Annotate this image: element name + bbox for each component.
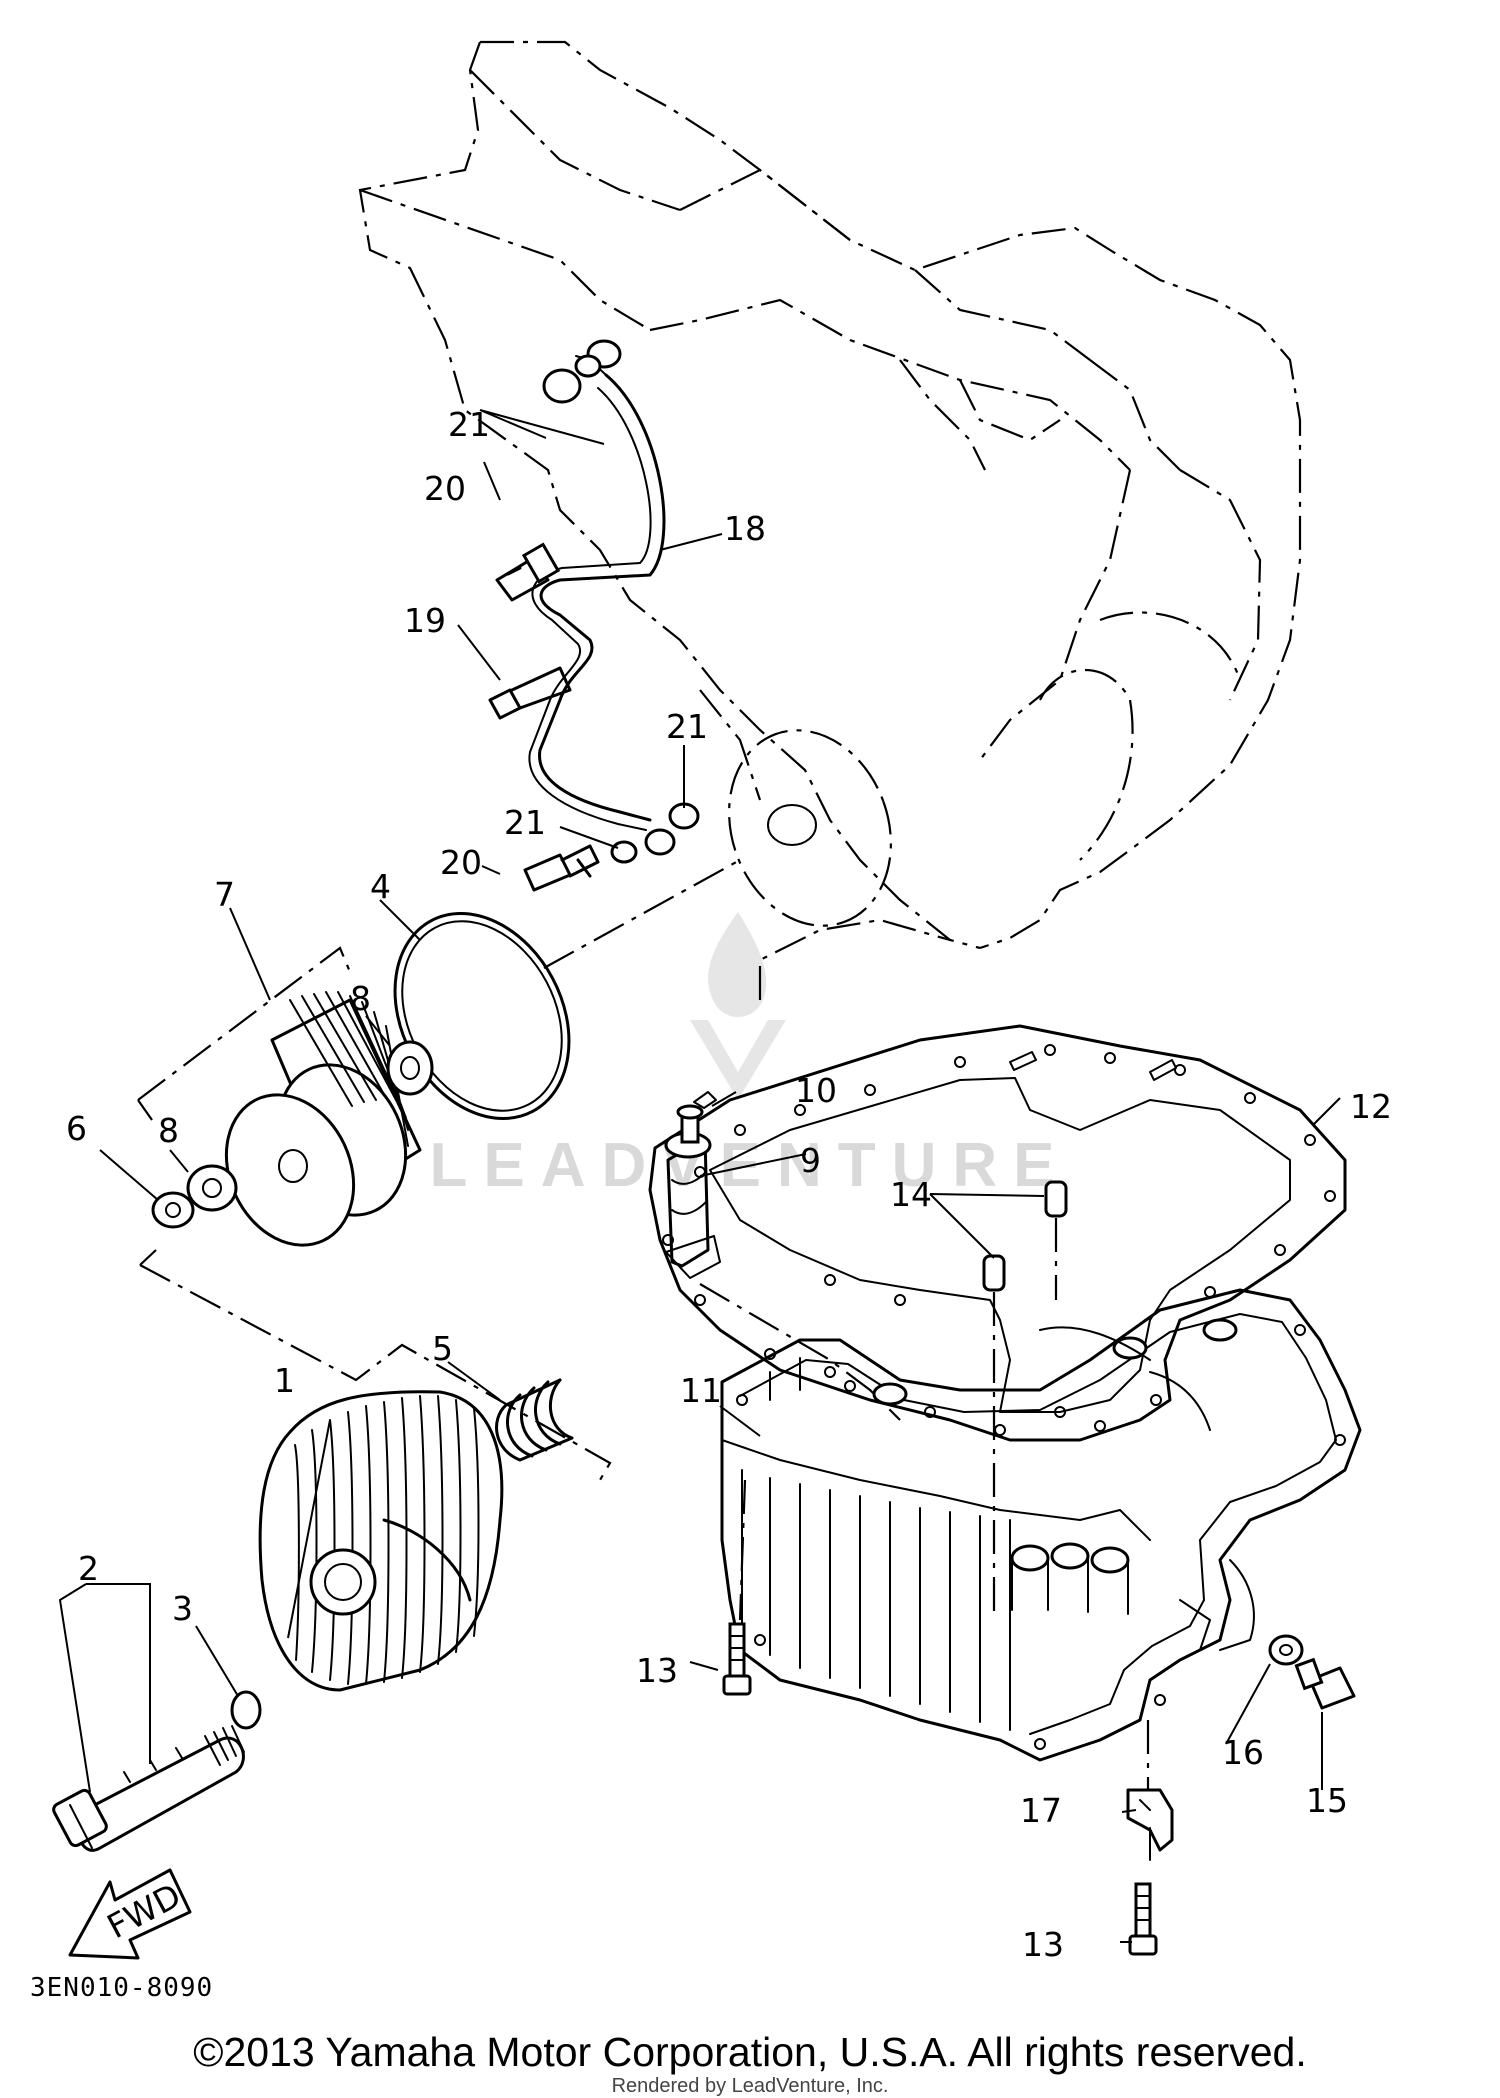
oil-pipe <box>528 355 666 831</box>
label-14: 14 <box>890 1175 932 1214</box>
part-labels: 21 20 18 19 21 21 20 4 7 8 8 6 10 12 9 1… <box>66 405 1392 1964</box>
label-8-right: 8 <box>350 979 371 1018</box>
label-5: 5 <box>432 1329 453 1368</box>
watermark-text: LEADVENTURE <box>429 1131 1070 1200</box>
pan-fins <box>741 1469 1011 1731</box>
label-9: 9 <box>800 1141 821 1180</box>
label-1: 1 <box>274 1361 295 1400</box>
copyright-notice: ©2013 Yamaha Motor Corporation, U.S.A. A… <box>193 2029 1306 2075</box>
filter-bolt <box>52 1690 262 1852</box>
bracket <box>1126 1788 1174 1861</box>
label-4: 4 <box>370 867 391 906</box>
fwd-label: FWD <box>101 1876 187 1947</box>
rendered-by-credit: Rendered by LeadVenture, Inc. <box>612 2075 889 2097</box>
label-21-top: 21 <box>448 405 490 444</box>
pan-bosses <box>872 1318 1238 1615</box>
label-17: 17 <box>1020 1791 1062 1830</box>
label-13-bottom: 13 <box>1022 1925 1064 1964</box>
leader-lines <box>58 409 1341 1943</box>
diagram-reference-code: 3EN010-8090 <box>30 1973 213 2003</box>
label-7: 7 <box>214 875 235 914</box>
oil-filter-element <box>151 991 434 1247</box>
label-11: 11 <box>680 1371 722 1410</box>
label-13-left: 13 <box>636 1651 678 1690</box>
engine-block <box>358 40 1302 1000</box>
label-8-left: 8 <box>158 1111 179 1150</box>
gasket-bolt-holes <box>662 1044 1336 1436</box>
label-18: 18 <box>724 509 766 548</box>
label-20-bottom: 20 <box>440 843 482 882</box>
watermark: LEADVENTURE <box>429 912 1070 1200</box>
label-15: 15 <box>1306 1781 1348 1820</box>
filter-cover <box>258 1390 504 1692</box>
drain-bolt <box>1268 1634 1356 1710</box>
label-2: 2 <box>78 1549 99 1588</box>
fwd-arrow-icon: FWD <box>68 1868 192 1960</box>
pan-flange-holes <box>736 1324 1346 1750</box>
label-19: 19 <box>404 601 446 640</box>
label-21-middle: 21 <box>504 803 546 842</box>
label-6: 6 <box>66 1109 87 1148</box>
dowel-pins <box>982 1180 1068 1620</box>
label-21-right: 21 <box>666 707 708 746</box>
label-16: 16 <box>1222 1733 1264 1772</box>
pipe-fittings <box>488 339 700 892</box>
label-12: 12 <box>1350 1087 1392 1126</box>
oil-strainer <box>664 1091 901 1421</box>
label-3: 3 <box>172 1589 193 1628</box>
bracket-lines <box>137 946 612 1481</box>
oil-pan <box>720 1288 1362 1762</box>
watermark-flame-icon <box>708 912 767 1017</box>
oil-pan-bolts <box>722 1479 1158 1956</box>
watermark-v-icon <box>690 1020 786 1100</box>
label-20-top: 20 <box>424 469 466 508</box>
spring <box>495 1378 574 1462</box>
oil-pan-gasket <box>648 1024 1347 1442</box>
label-10: 10 <box>795 1071 837 1110</box>
